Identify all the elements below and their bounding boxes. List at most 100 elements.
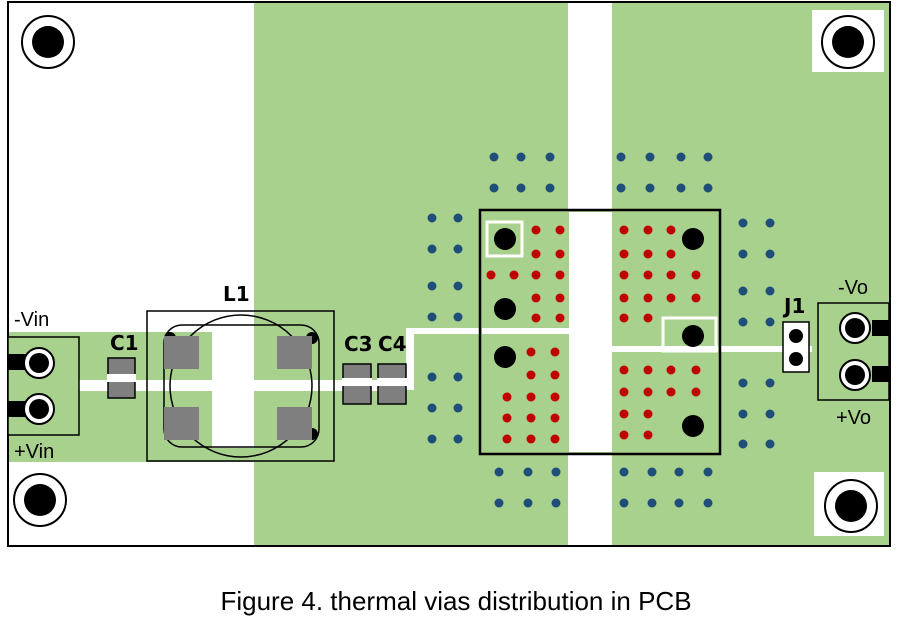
thermal-via <box>619 387 629 397</box>
thermal-via <box>550 347 560 357</box>
via <box>738 286 748 296</box>
via <box>523 467 533 477</box>
thermal-via <box>666 249 676 259</box>
inductor-pad <box>277 336 312 369</box>
thermal-via <box>531 249 541 259</box>
via <box>616 183 626 193</box>
via <box>619 467 629 477</box>
pcb-diagram: L1 C1 C3 C4 J1 -Vin +Vin -Vo +Vo <box>7 1 891 547</box>
capacitor-c1 <box>107 357 136 399</box>
thermal-via <box>691 293 701 303</box>
module-pad-marker <box>661 316 718 353</box>
capacitor-c4 <box>377 363 407 405</box>
via <box>765 378 775 388</box>
inductor-l1 <box>146 310 335 462</box>
thermal-via <box>619 293 629 303</box>
label-pos-vin: +Vin <box>14 441 54 463</box>
via <box>674 498 684 508</box>
thermal-via <box>691 387 701 397</box>
via <box>645 183 655 193</box>
thermal-via <box>619 270 629 280</box>
input-pin-tab-top <box>8 354 26 370</box>
thermal-via <box>502 413 512 423</box>
inductor-pad <box>164 407 199 440</box>
inductor-outline <box>146 310 335 462</box>
via <box>616 152 626 162</box>
via <box>738 439 748 449</box>
thermal-via <box>526 347 536 357</box>
via <box>453 372 463 382</box>
via <box>551 498 561 508</box>
label-pos-vo: +Vo <box>836 407 871 429</box>
label-c4: C4 <box>378 332 407 356</box>
thermal-via <box>619 313 629 323</box>
power-module <box>478 208 722 456</box>
inductor-gap <box>212 330 254 448</box>
trace-riser <box>406 328 414 390</box>
mounting-hole-top-right <box>821 15 875 69</box>
thermal-via <box>666 225 676 235</box>
module-pad <box>682 228 704 250</box>
thermal-via <box>643 387 653 397</box>
via <box>738 378 748 388</box>
thermal-via <box>555 249 565 259</box>
mounting-hole-top-left <box>21 15 75 69</box>
thermal-via <box>643 293 653 303</box>
via <box>765 249 775 259</box>
via <box>619 498 629 508</box>
via <box>453 434 463 444</box>
via <box>523 498 533 508</box>
via <box>427 372 437 382</box>
thermal-via <box>619 365 629 375</box>
thermal-via <box>643 365 653 375</box>
thermal-via <box>502 392 512 402</box>
inductor-pad <box>277 407 312 440</box>
thermal-via <box>643 249 653 259</box>
jumper-j1 <box>782 321 810 373</box>
via <box>765 439 775 449</box>
output-pin-tab-bottom <box>872 366 890 382</box>
via <box>453 403 463 413</box>
thermal-via <box>666 293 676 303</box>
via <box>738 249 748 259</box>
thermal-via <box>531 293 541 303</box>
thermal-via <box>526 413 536 423</box>
thermal-via <box>643 270 653 280</box>
thermal-via <box>691 270 701 280</box>
module-pad <box>494 298 516 320</box>
output-connector <box>817 302 890 401</box>
via <box>765 218 775 228</box>
via <box>494 467 504 477</box>
module-pad <box>682 415 704 437</box>
thermal-via <box>486 270 496 280</box>
via <box>765 409 775 419</box>
thermal-via <box>555 293 565 303</box>
via <box>703 152 713 162</box>
module-pad <box>494 346 516 368</box>
label-neg-vo: -Vo <box>838 277 868 299</box>
thermal-via <box>643 225 653 235</box>
inductor-pad <box>164 336 199 369</box>
thermal-via <box>691 365 701 375</box>
label-c3: C3 <box>344 332 373 356</box>
input-pin-tab-bottom <box>8 401 26 417</box>
thermal-via <box>643 313 653 323</box>
label-j1: J1 <box>782 294 805 318</box>
via <box>427 244 437 254</box>
capacitor-c3 <box>342 363 372 405</box>
via <box>494 498 504 508</box>
via <box>703 498 713 508</box>
thermal-via <box>531 270 541 280</box>
input-connector <box>7 336 80 436</box>
module-pads <box>494 228 704 437</box>
thermal-via <box>643 430 653 440</box>
thermal-vias <box>486 225 701 444</box>
via <box>738 409 748 419</box>
via <box>516 183 526 193</box>
via <box>765 317 775 327</box>
thermal-via <box>619 249 629 259</box>
label-neg-vin: -Vin <box>14 309 49 331</box>
via <box>674 467 684 477</box>
via <box>453 244 463 254</box>
module-pin1-marker <box>485 220 524 258</box>
